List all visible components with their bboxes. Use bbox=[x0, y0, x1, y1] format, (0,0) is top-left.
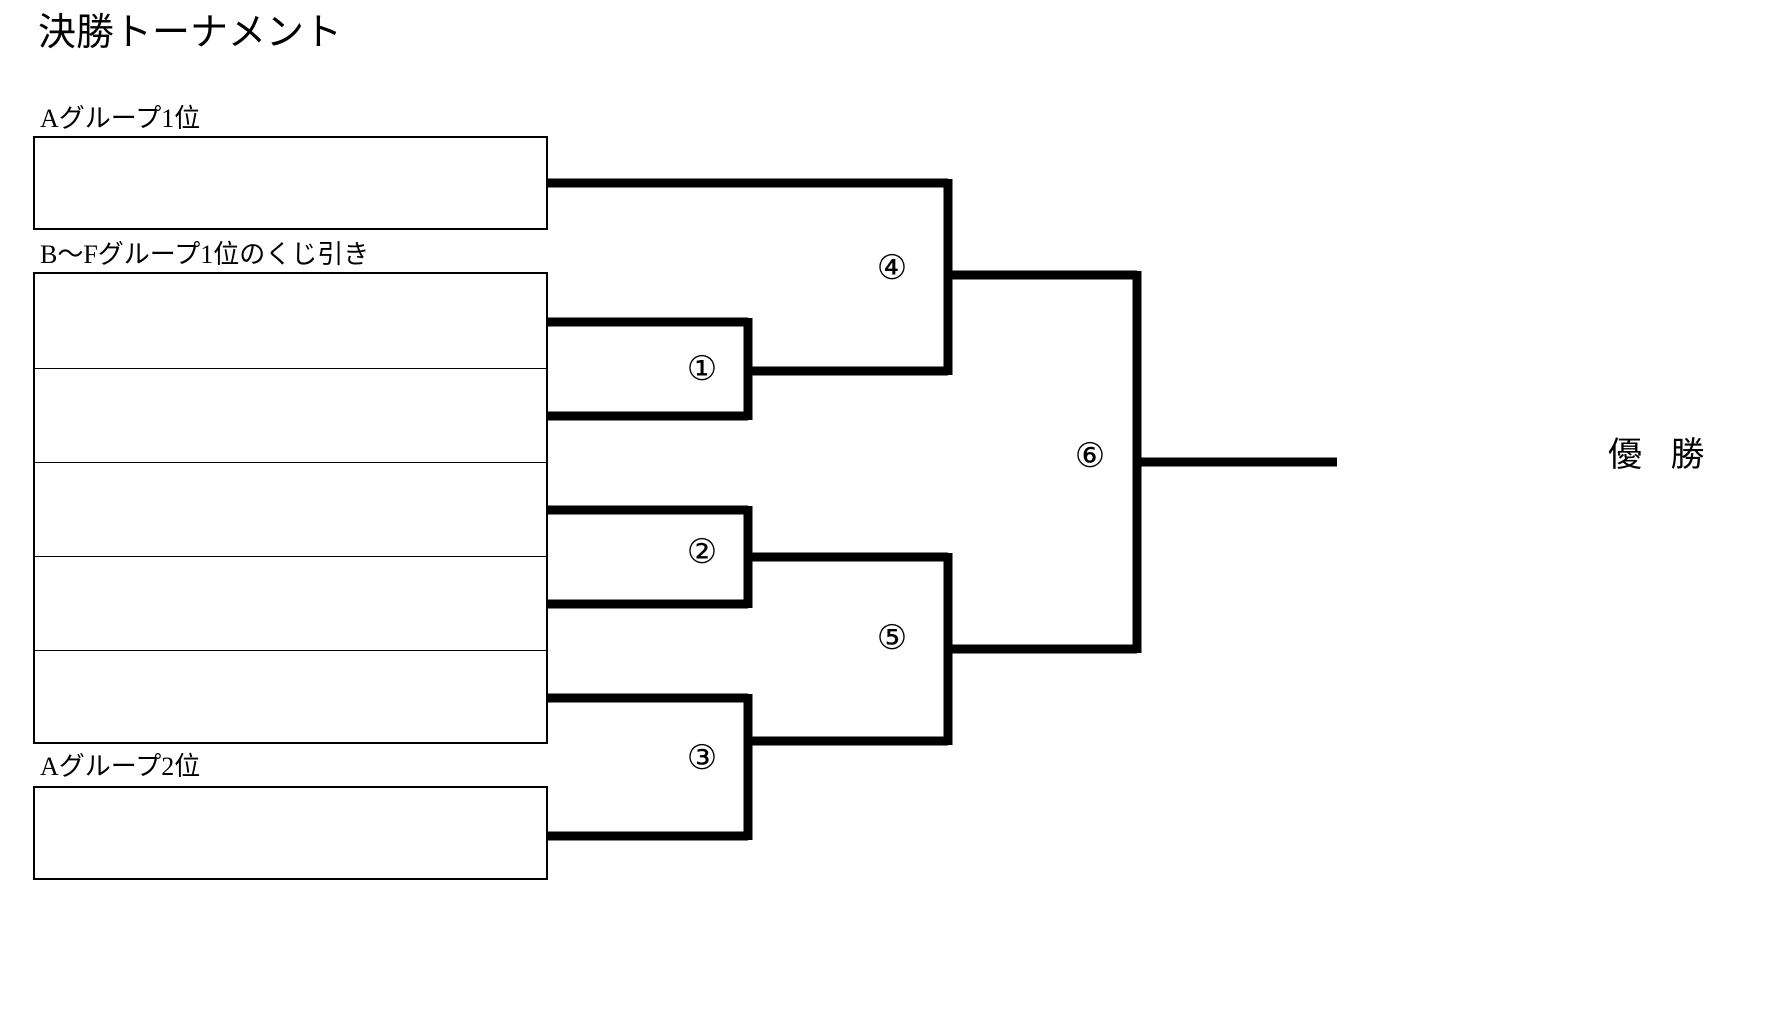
label-a-group-second: Aグループ2位 bbox=[40, 752, 201, 781]
slot-box-bf-group-draw[interactable] bbox=[33, 272, 548, 744]
winner-label: 優 勝 bbox=[1608, 437, 1715, 474]
slot-box-a-group-first[interactable] bbox=[33, 136, 548, 230]
page-title: 決勝トーナメント bbox=[38, 12, 343, 54]
bf-row-divider-1 bbox=[35, 368, 546, 369]
match-number-3: ③ bbox=[686, 740, 718, 777]
bf-row-divider-3 bbox=[35, 556, 546, 557]
match-number-6: ⑥ bbox=[1074, 438, 1106, 475]
match-number-2: ② bbox=[686, 534, 718, 571]
label-bf-group-first-draw: B〜Fグループ1位のくじ引き bbox=[40, 240, 370, 269]
bf-row-divider-4 bbox=[35, 650, 546, 651]
slot-box-a-group-second[interactable] bbox=[33, 786, 548, 880]
bf-row-divider-2 bbox=[35, 462, 546, 463]
match-number-5: ⑤ bbox=[876, 620, 908, 657]
match-number-4: ④ bbox=[876, 250, 908, 287]
match-number-1: ① bbox=[686, 351, 718, 388]
label-a-group-first: Aグループ1位 bbox=[40, 104, 201, 133]
